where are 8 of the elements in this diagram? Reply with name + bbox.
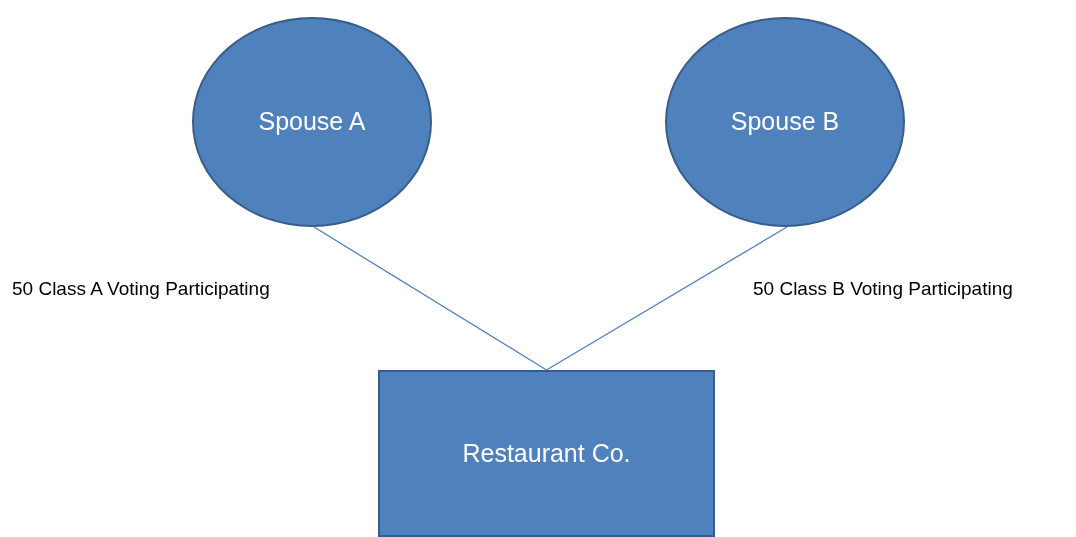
- share-class-label: 50 Class B Voting Participating: [753, 277, 1013, 301]
- node-label: Restaurant Co.: [462, 437, 631, 469]
- node-label: Spouse A: [258, 106, 366, 138]
- connector-line: [313, 226, 548, 371]
- rectangle-node: [378, 370, 715, 537]
- connector-line: [545, 226, 788, 371]
- share-class-label: 50 Class A Voting Participating: [12, 277, 270, 301]
- node-label: Spouse B: [730, 106, 840, 138]
